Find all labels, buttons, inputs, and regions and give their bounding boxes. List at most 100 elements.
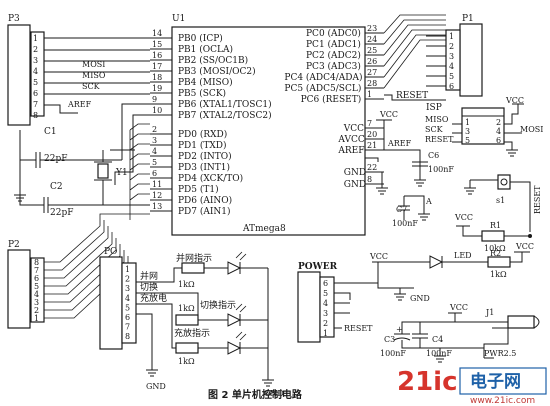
po-wires <box>136 267 228 377</box>
led3-symbol <box>227 341 268 355</box>
p3-aref: AREF <box>67 100 92 109</box>
mcu-left-pin-number: 15 <box>152 40 162 49</box>
r1-ref: R1 <box>490 221 501 230</box>
supply-aref: AREF <box>387 139 412 148</box>
header-pin-number: 6 <box>34 274 39 283</box>
c6-ground <box>414 166 426 187</box>
mcu-right-pin-name: PC4 (ADC4/ADA) <box>284 72 362 83</box>
header-pin-number: 4 <box>125 294 130 303</box>
c1-ref: C1 <box>44 127 57 137</box>
power-reset: RESET <box>344 324 373 333</box>
header-pin-number: 5 <box>323 289 328 298</box>
watermark-box <box>459 367 547 395</box>
p2-pin-block <box>30 257 45 323</box>
mcu-left-pin-number: 13 <box>152 202 162 211</box>
led1-resistor <box>181 262 205 274</box>
mcu-right-pin-number: 1 <box>367 90 372 99</box>
header-pin-number: 1 <box>323 329 328 338</box>
mcu-right-pin-number: 24 <box>367 35 377 44</box>
j1-ref: J1 <box>485 308 494 317</box>
mcu-left-pin-number: 2 <box>152 125 157 134</box>
mcu-left-pin-name: PB5 (SCK) <box>178 88 226 99</box>
gnd-pins-net <box>365 171 388 195</box>
j1-conn: PWR2.5 <box>484 349 516 358</box>
mcu-left-pin-number: 16 <box>152 51 162 60</box>
vcc-rail <box>365 119 421 170</box>
c6-ref: C6 <box>428 151 439 160</box>
mcu-left-pin-name: PD1 (TXD) <box>178 140 227 151</box>
mcu-left-pin-number: 18 <box>152 73 162 82</box>
xtal-wires <box>114 103 150 185</box>
mcu-right-pin-number: 7 <box>367 119 372 128</box>
c3-value: 100nF <box>380 349 406 358</box>
node-a: A <box>425 197 432 206</box>
header-pin-number: 2 <box>323 319 328 328</box>
mcu-right-pin-name: AREF <box>337 146 364 156</box>
reset-net <box>384 94 446 101</box>
p2-bus <box>44 213 150 319</box>
led-label-3: 充放指示 <box>174 327 210 339</box>
r1-vcc: VCC <box>454 213 473 222</box>
c4-value: 100nF <box>426 349 452 358</box>
header-pin-number: 8 <box>34 258 39 267</box>
power-vcc: VCC <box>369 252 388 261</box>
header-pin-number: 2 <box>449 42 454 51</box>
watermark-url: www.21ic.com <box>470 396 535 406</box>
header-pin-number: 8 <box>33 111 38 120</box>
header-pin-number: 1 <box>449 32 454 41</box>
watermark-brand: 21ic <box>397 367 458 397</box>
power-gnd: GND <box>410 294 430 303</box>
p3-miso: MISO <box>82 71 106 80</box>
mcu-left-pin-number: 17 <box>152 62 162 71</box>
mcu-right-pin-number: 20 <box>367 130 377 139</box>
switch-s1 <box>497 174 511 190</box>
switch-wires <box>464 179 531 232</box>
led-gnd: GND <box>264 389 284 398</box>
po-gnd: GND <box>146 382 166 391</box>
header-pin-number: 7 <box>33 100 38 109</box>
header-pin-number: 8 <box>125 332 130 341</box>
r1-wires <box>456 225 530 237</box>
led-rays <box>235 251 247 341</box>
po-label-2: 切换 <box>140 281 158 293</box>
aref-net <box>365 157 379 162</box>
isp-pin-6: 6 <box>496 136 501 145</box>
mcu-left-pin-number: 19 <box>152 84 162 93</box>
r2-value: 1kΩ <box>490 270 507 279</box>
isp-pin-4: 4 <box>496 127 501 136</box>
mcu-right-pin-number: 22 <box>367 163 377 172</box>
header-pin-number: 3 <box>34 298 39 307</box>
mcu-right-pin-name: PC2 (ADC2) <box>306 50 361 61</box>
osc-ground <box>14 160 26 202</box>
resistor-r2 <box>487 256 511 268</box>
header-pin-number: 5 <box>34 282 39 291</box>
header-pin-number: 2 <box>33 45 38 54</box>
mcu-left-pin-name: PB3 (MOSI/OC2) <box>178 66 256 77</box>
isp-miso: MISO <box>425 115 449 124</box>
mcu-left-pin-name: PD4 (XCK/TO) <box>178 173 243 184</box>
c7-net <box>403 195 425 214</box>
watermark-cn: 电子网 <box>470 371 521 392</box>
p2-ref: P2 <box>8 240 20 250</box>
mcu-right-pin-number: 8 <box>367 175 372 184</box>
r2-ref: R2 <box>490 249 501 258</box>
supply-decoupling: VCC AREF C6 100nF C7 100nF A <box>365 110 454 228</box>
mcu-left-pin-name: PB2 (SS/OC1B) <box>178 55 248 66</box>
c7-ground <box>418 213 430 221</box>
mcu-left-pin-number: 4 <box>152 147 157 156</box>
led1-r-value: 1kΩ <box>178 280 195 289</box>
mcu-left-pin-number: 14 <box>152 29 162 38</box>
mcu-right-pin-name: PC6 (RESET) <box>301 94 362 105</box>
c2-value: 22pF <box>50 208 73 218</box>
header-pin-number: 6 <box>323 279 328 288</box>
supply-vcc: VCC <box>379 110 398 119</box>
port-d-bus <box>129 123 150 220</box>
mcu-left-pin-number: 12 <box>152 191 162 200</box>
header-pin-number: 2 <box>34 306 39 315</box>
